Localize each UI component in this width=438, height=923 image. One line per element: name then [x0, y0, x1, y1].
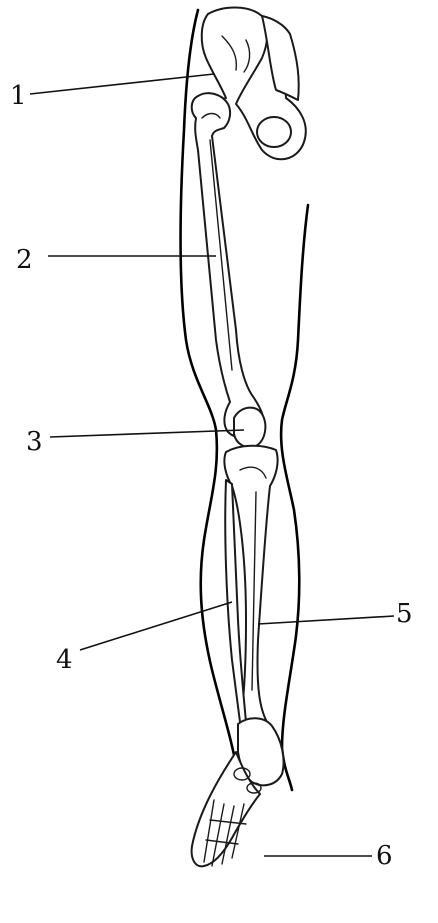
hip-bone: [200, 8, 306, 160]
label-4: 4: [56, 645, 73, 675]
label-5: 5: [396, 599, 413, 629]
label-1: 1: [10, 81, 27, 111]
foot-bones: [192, 718, 284, 866]
leader-line-4: [80, 602, 232, 650]
leader-line-3: [50, 430, 244, 437]
patella: [234, 408, 265, 448]
label-3: 3: [26, 427, 43, 457]
leader-line-5: [258, 616, 394, 624]
femur: [192, 93, 264, 438]
label-6: 6: [376, 841, 393, 871]
label-2: 2: [16, 245, 33, 275]
